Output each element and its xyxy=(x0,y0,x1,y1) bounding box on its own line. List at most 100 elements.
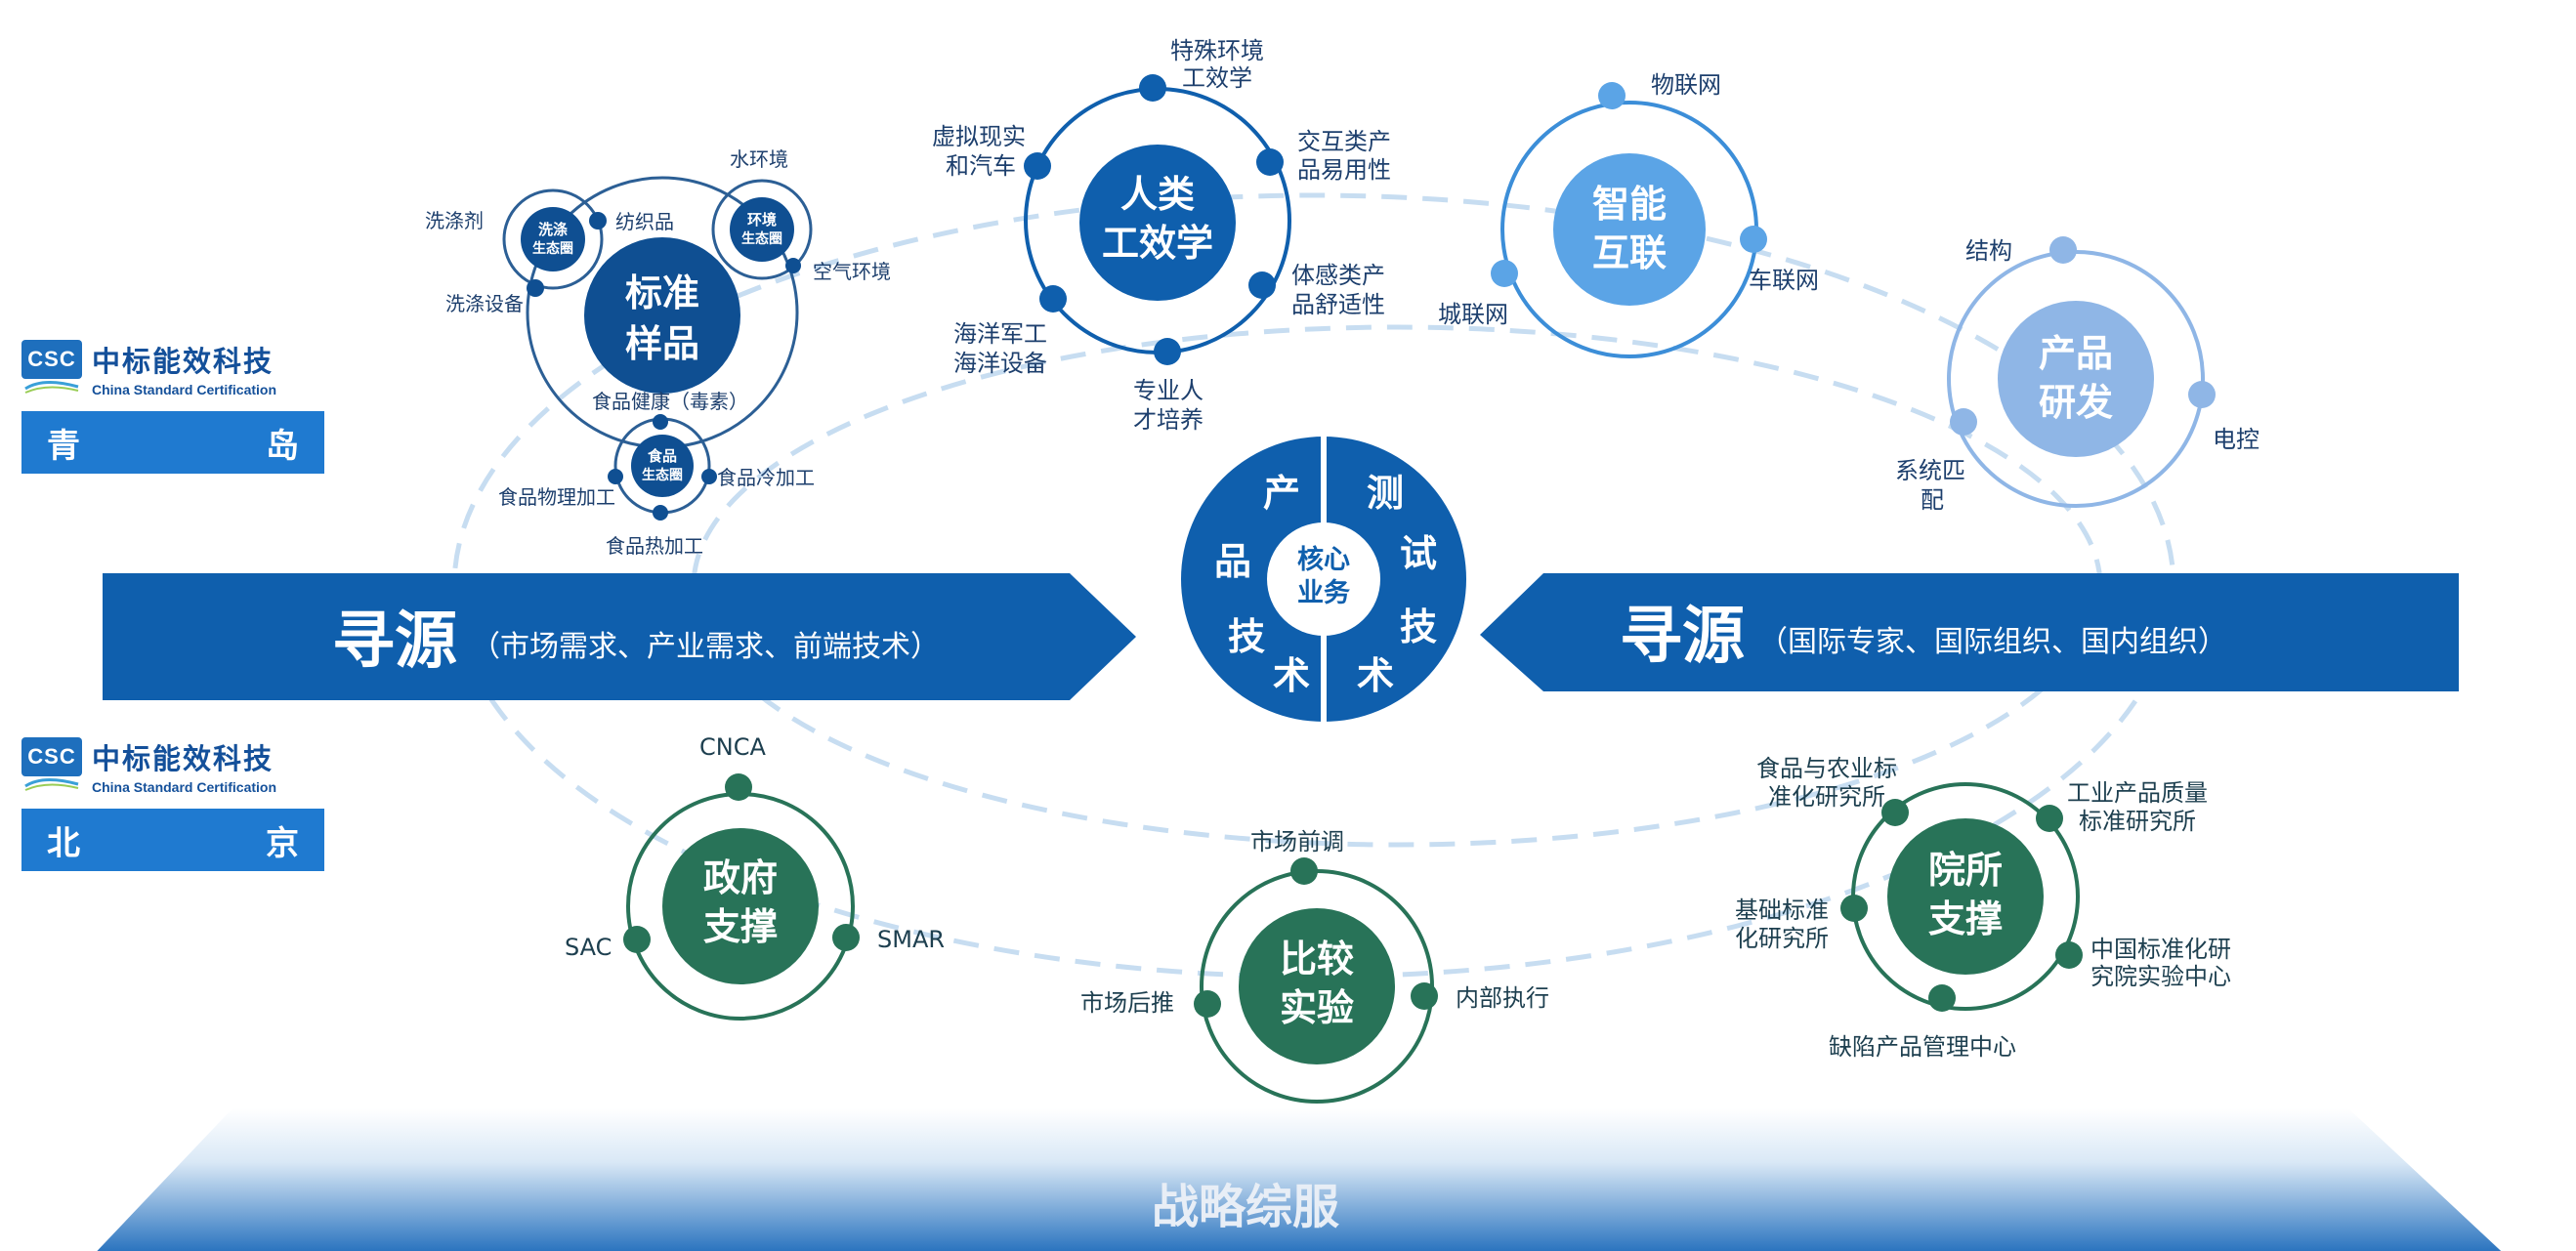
city-bar-qingdao: 青 岛 xyxy=(21,411,324,474)
banner-right-arrow xyxy=(1480,573,2459,691)
core-center-line-2: 业务 xyxy=(1297,578,1350,608)
label-quexian: 缺陷产品管理中心 xyxy=(1829,1033,2016,1061)
hub-smart-connect: 智能 互联 物联网 车联网 城联网 xyxy=(1438,71,1819,358)
renlei-label-1: 人类 xyxy=(1120,173,1195,216)
node-fangzhipin xyxy=(589,212,607,229)
node-chelianwang xyxy=(1740,226,1767,253)
hub-comparative-experiment: 比较 实验 市场前调 市场后推 内部执行 xyxy=(1080,828,1549,1104)
label-zhuanye-1: 专业人 xyxy=(1133,377,1204,404)
node-chenglianwang xyxy=(1491,260,1518,287)
label-fangzhipin: 纺织品 xyxy=(615,210,674,233)
label-zhuanye-2: 才培养 xyxy=(1133,406,1204,434)
node-haiyang xyxy=(1039,285,1067,313)
label-shipinjiankang: 食品健康（毒素） xyxy=(592,390,748,413)
footer-label: 战略综服 xyxy=(1152,1180,1339,1234)
label-jiaohu-1: 交互类产 xyxy=(1297,128,1391,155)
hub-product-rnd: 产品 研发 结构 电控 系统匹 配 xyxy=(1895,236,2259,514)
label-kongqihuanjing: 空气环境 xyxy=(813,260,891,283)
label-jichusuo-2: 化研究所 xyxy=(1735,925,1829,952)
label-teshu-1: 特殊环境 xyxy=(1170,37,1264,64)
biaozhun-core xyxy=(584,237,740,394)
biaozhun-label-1: 标准 xyxy=(625,271,699,314)
label-haiyang-2: 海洋设备 xyxy=(953,350,1047,377)
bijiao-core xyxy=(1239,908,1395,1064)
node-zhongguoyuan xyxy=(2055,941,2083,969)
shipin-label-2: 生态圈 xyxy=(642,467,683,483)
node-xidishebei xyxy=(527,279,544,297)
banner-left-arrow xyxy=(103,573,1136,700)
label-shipinwuli: 食品物理加工 xyxy=(498,485,615,509)
label-shipinre: 食品热加工 xyxy=(606,534,703,558)
node-tigan xyxy=(1248,271,1276,299)
node-xuni xyxy=(1024,152,1051,180)
label-xuni-2: 和汽车 xyxy=(946,152,1016,180)
node-diankong xyxy=(2188,381,2216,408)
csc-logo-icon: CSC xyxy=(21,340,82,396)
node-kongqi xyxy=(785,258,801,273)
label-gongyesuo-2: 标准研究所 xyxy=(2079,808,2196,835)
banner-right-main: 寻源 xyxy=(1620,601,1745,673)
xidi-label-1: 洗涤 xyxy=(538,221,568,238)
label-xitong-1: 系统匹 xyxy=(1895,457,1965,484)
label-xidiji: 洗涤剂 xyxy=(425,209,484,232)
node-shipinjiankang xyxy=(653,414,668,430)
node-shipinleng xyxy=(701,469,717,484)
node-qiandiao xyxy=(1290,857,1318,885)
huanjing-label-2: 生态圈 xyxy=(741,230,782,247)
core-right-char-1: 测 xyxy=(1367,472,1404,515)
label-tigan-1: 体感类产 xyxy=(1291,262,1385,289)
city-char-right: 京 xyxy=(266,823,299,863)
node-wulianwang xyxy=(1598,82,1626,109)
yuansuo-core xyxy=(1887,818,2044,975)
hub-standard-samples: 洗涤 生态圈 环境 生态圈 食品 生态圈 标准 样品 洗涤剂 纺织品 洗涤设备 … xyxy=(425,147,891,558)
yuansuo-label-1: 院所 xyxy=(1928,849,2003,892)
core-center-line-1: 核心 xyxy=(1297,544,1350,575)
logo-company-en: China Standard Certification xyxy=(92,779,277,795)
node-quexian xyxy=(1928,984,1956,1012)
node-teshu xyxy=(1139,74,1166,102)
label-jiegou: 结构 xyxy=(1965,237,2012,265)
city-char-right: 岛 xyxy=(266,426,299,466)
label-smar: SMAR xyxy=(877,926,945,953)
banner-right-sub: （国际专家、国际组织、国内组织） xyxy=(1758,625,2227,659)
city-char-left: 青 xyxy=(47,426,80,466)
node-jiegou xyxy=(2049,236,2077,264)
core-inner xyxy=(1267,522,1380,636)
chanpin-core xyxy=(1998,301,2154,457)
banner-right: 寻源 （国际专家、国际组织、国内组织） xyxy=(1480,573,2459,691)
zhineng-core xyxy=(1553,153,1706,306)
label-tigan-2: 品舒适性 xyxy=(1291,291,1385,318)
node-jichusuo xyxy=(1840,895,1868,922)
node-shipinwuli xyxy=(608,469,623,484)
label-chelianwang: 车联网 xyxy=(1749,267,1819,294)
node-shipinre xyxy=(653,505,668,521)
zhengfu-label-1: 政府 xyxy=(703,856,778,899)
label-shipinsuo-1: 食品与农业标 xyxy=(1756,755,1897,782)
core-right-char-2: 试 xyxy=(1400,532,1437,575)
label-zhongguoyuan-1: 中国标准化研 xyxy=(2090,936,2231,963)
label-teshu-2: 工效学 xyxy=(1182,64,1252,92)
shipin-core xyxy=(631,435,694,497)
hub-government-support: 政府 支撑 CNCA SAC SMAR xyxy=(565,733,945,1021)
footer-trapezoid xyxy=(97,1108,2502,1251)
node-gongyesuo xyxy=(2036,805,2063,832)
logo-company-cn: 中标能效科技 xyxy=(92,345,274,378)
label-chenglianwang: 城联网 xyxy=(1438,301,1508,328)
label-wulianwang: 物联网 xyxy=(1651,71,1721,99)
xidi-label-2: 生态圈 xyxy=(532,240,573,257)
label-neibu: 内部执行 xyxy=(1456,984,1549,1012)
xidi-core xyxy=(521,207,585,271)
hub-institute-support: 院所 支撑 食品与农业标 准化研究所 工业产品质量 标准研究所 基础标准 化研究… xyxy=(1735,755,2231,1061)
core-right-char-4: 术 xyxy=(1357,654,1394,697)
label-zhongguoyuan-2: 究院实验中心 xyxy=(2090,963,2231,990)
node-cnca xyxy=(725,773,752,801)
label-qiandiao: 市场前调 xyxy=(1250,828,1344,855)
node-zhuanye xyxy=(1154,338,1181,365)
banner-left: 寻源 （市场需求、产业需求、前端技术） xyxy=(103,573,1136,700)
huanjing-label-1: 环境 xyxy=(747,211,777,229)
core-left-char-2: 品 xyxy=(1214,540,1251,583)
label-shuihuanjing: 水环境 xyxy=(730,147,788,171)
hub-human-ergonomics: 人类 工效学 特殊环境 工效学 交互类产 品易用性 体感类产 品舒适性 专业人 … xyxy=(932,37,1391,434)
shipin-label-1: 食品 xyxy=(648,447,677,465)
